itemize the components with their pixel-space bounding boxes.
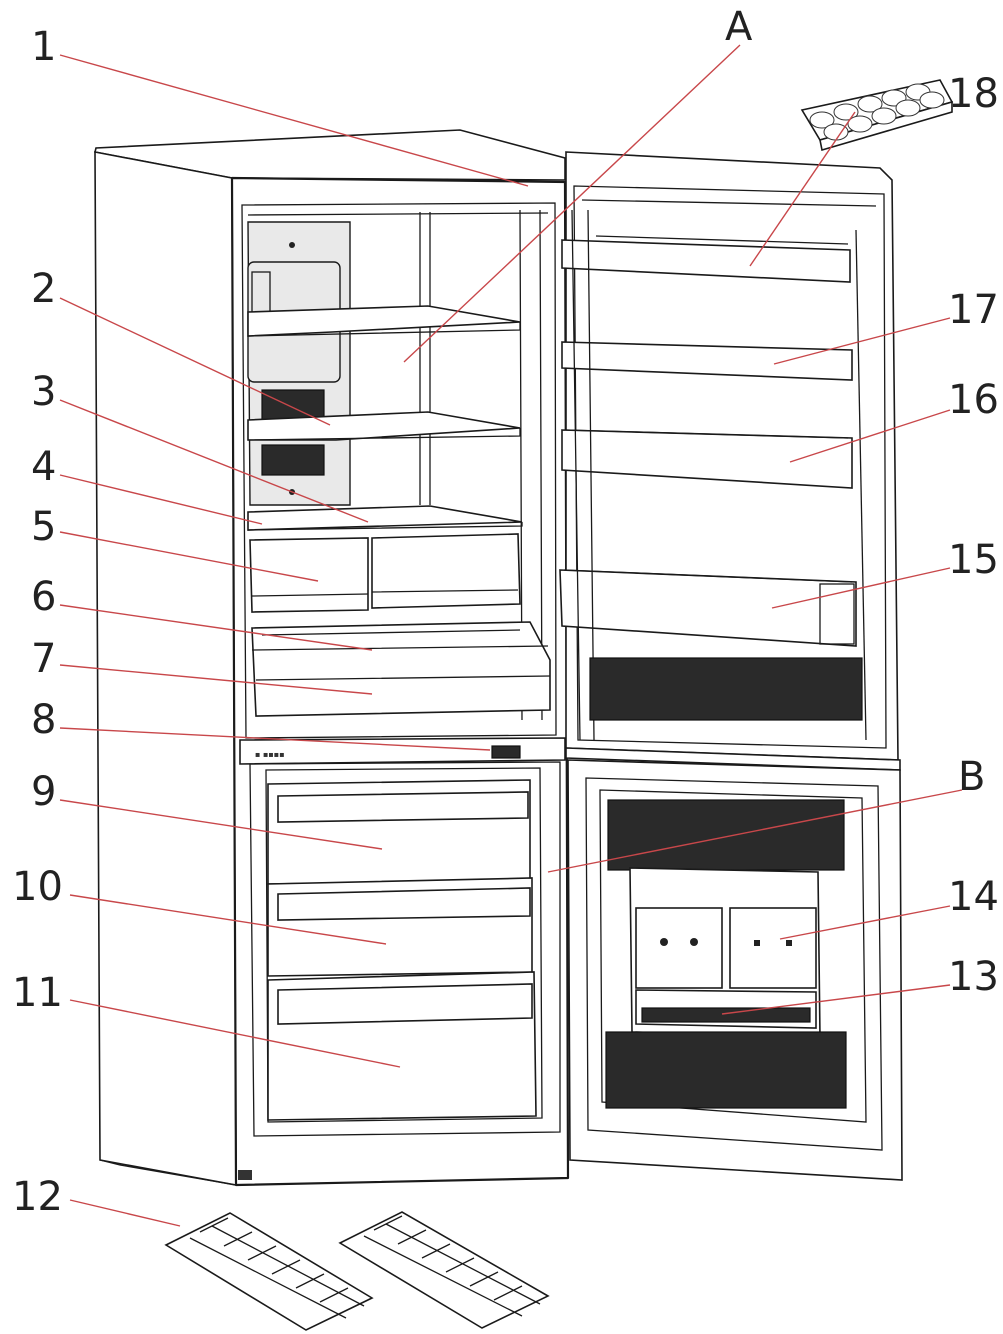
leader-10 (69, 894, 387, 945)
leader-13 (721, 984, 951, 1015)
callout-9: 9 (31, 769, 56, 815)
door-shelf-top (561, 235, 851, 283)
callout-11: 11 (12, 970, 63, 1016)
leader-17 (773, 317, 951, 365)
freezer-drawer-top (267, 779, 531, 885)
leader-2 (59, 297, 331, 426)
callout-14: 14 (948, 874, 999, 920)
leader-4 (59, 474, 263, 525)
callout-7: 7 (31, 636, 56, 682)
door-bottle-shelf (559, 569, 857, 647)
control-strip: ▪ ▪▪▪▪ (239, 737, 566, 765)
callout-3: 3 (31, 369, 56, 415)
door-shelf-3 (561, 429, 853, 489)
svg-text:▪ ▪▪▪▪: ▪ ▪▪▪▪ (255, 750, 285, 759)
ice-tray-left (164, 1212, 374, 1331)
fridge-door (559, 151, 899, 761)
callout-15: 15 (948, 537, 999, 583)
crisper-drawers (249, 533, 521, 613)
glass-shelf-upper (247, 305, 521, 337)
leader-12 (69, 1199, 181, 1227)
callout-2: 2 (31, 266, 56, 312)
callout-13: 13 (948, 954, 999, 1000)
freezer-door (567, 759, 903, 1181)
callout-8: 8 (31, 697, 56, 743)
callout-16: 16 (948, 377, 999, 423)
callout-labels: 1 2 3 4 5 6 7 8 9 10 11 12 13 14 15 16 1… (12, 4, 999, 1220)
leader-7 (59, 664, 373, 695)
leader-1 (59, 54, 529, 187)
leader-15 (771, 567, 951, 609)
callout-6: 6 (31, 574, 56, 620)
freezer-drawer-middle (267, 877, 533, 977)
leader-3 (59, 399, 369, 523)
leader-5 (59, 531, 319, 582)
callout-5: 5 (31, 504, 56, 550)
callout-1: 1 (31, 24, 56, 70)
leader-16 (789, 409, 951, 463)
ice-tray-right (338, 1211, 550, 1329)
callout-10: 10 (12, 864, 63, 910)
door-shelf-2 (561, 341, 853, 381)
leader-8 (59, 727, 491, 751)
cabinet: ▪ ▪▪▪▪ (94, 129, 570, 1187)
leader-11 (69, 999, 401, 1068)
chiller-drawer (251, 621, 551, 717)
callout-B: B (958, 754, 985, 800)
leader-A (403, 44, 741, 363)
leader-6 (59, 604, 373, 651)
crisper-cover-shelf (247, 505, 523, 531)
freezer-drawer-bottom (267, 971, 537, 1121)
callout-4: 4 (31, 444, 56, 490)
callout-A: A (725, 4, 753, 50)
egg-tray (800, 79, 954, 152)
leader-18 (749, 111, 856, 267)
callout-17: 17 (948, 287, 999, 333)
callout-12: 12 (12, 1174, 63, 1220)
leader-14 (779, 905, 951, 940)
leader-9 (59, 799, 383, 850)
leader-lines (59, 44, 963, 1227)
callout-18: 18 (948, 71, 999, 117)
leader-B (547, 789, 963, 873)
